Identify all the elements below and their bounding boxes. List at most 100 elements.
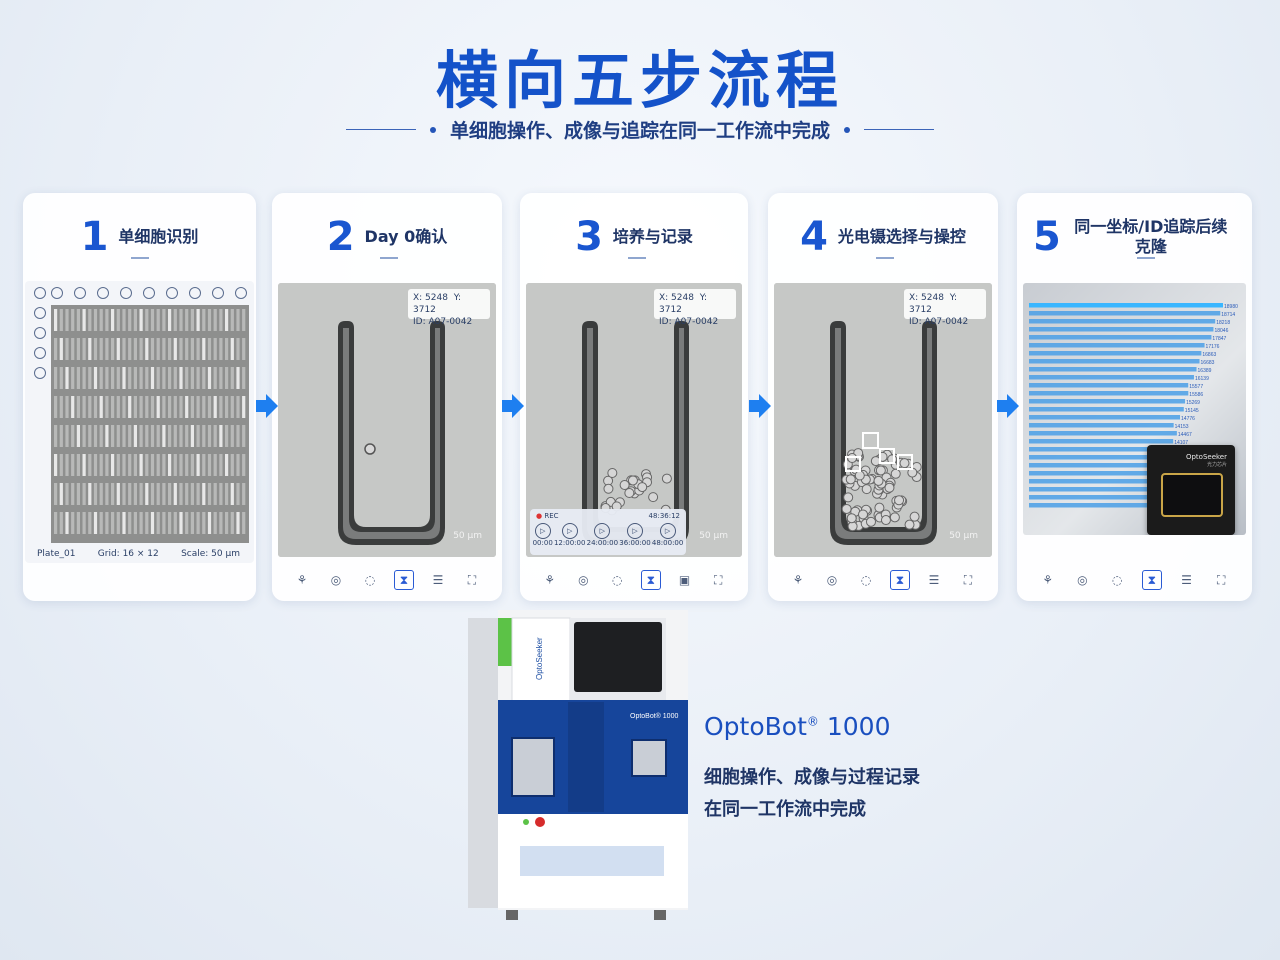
zoom-icon[interactable] (51, 287, 63, 299)
divider (864, 129, 934, 130)
hourglass-icon[interactable]: ⧗ (890, 570, 910, 590)
machine-brand: OptoSeeker (535, 637, 544, 680)
clone-bar-label: 16683 (1201, 360, 1215, 366)
target-icon[interactable]: ◎ (1077, 573, 1088, 587)
clone-bar-label: 14776 (1181, 416, 1195, 422)
clone-bar (1029, 495, 1159, 500)
expand-icon[interactable]: ⛶ (1217, 572, 1226, 587)
drop-icon[interactable]: ◌ (611, 573, 623, 587)
target-icon[interactable]: ◎ (826, 573, 838, 587)
clone-bar (1029, 455, 1169, 460)
play-icon[interactable]: ▷ (594, 523, 611, 539)
step-card-4: 4 光电镊选择与操控 X: 5248 Y: 3712 ID: A07-0042 … (768, 193, 998, 601)
play-icon[interactable]: ▷ (534, 523, 551, 539)
clone-bar (1029, 415, 1181, 420)
arrow-right-icon (502, 394, 524, 418)
step-header: 2 Day 0确认 (272, 193, 502, 281)
microscope-view: X: 5248 Y: 3712 ID: A07-0042 50 µm ● REC… (526, 283, 742, 557)
clone-bar (1029, 311, 1221, 316)
pen-icon[interactable] (34, 287, 46, 299)
plate-footer: Plate_01 Grid: 16 × 12 Scale: 50 µm (37, 549, 240, 559)
expand-icon[interactable]: ⛶ (714, 572, 723, 587)
help-icon[interactable] (143, 287, 155, 299)
target-icon[interactable]: ◎ (330, 573, 342, 587)
play-icon[interactable]: ▷ (626, 523, 643, 539)
zoom-in-icon[interactable] (74, 287, 86, 299)
product-desc-line-1: 细胞操作、成像与过程记录 (704, 767, 920, 788)
timeline-frame[interactable]: ▷36:00:00 (619, 523, 651, 547)
clone-bar-label: 18980 (1224, 304, 1238, 310)
chip-brand: OptoSeeker 光力芯片 (1186, 453, 1227, 468)
clone-bar-label: 15145 (1185, 408, 1199, 414)
clone-bar-label: 17847 (1212, 336, 1226, 342)
divider-dot (429, 126, 436, 133)
clone-bar (1029, 447, 1173, 452)
recording-panel: ● REC 48:36:12 ▷00:00 ▷12:00:00 ▷24:00:0… (530, 509, 686, 555)
settings-icon[interactable] (34, 327, 46, 339)
clone-bar (1029, 319, 1216, 324)
timeline-frame[interactable]: ▷00:00 (533, 523, 553, 547)
expand-icon[interactable]: ⛶ (467, 572, 477, 587)
check-icon[interactable] (166, 287, 178, 299)
camera-icon[interactable]: ▣ (678, 573, 691, 587)
list-icon[interactable]: ☰ (928, 573, 940, 587)
timeline-frame[interactable]: ▷48:00:00 (652, 523, 683, 547)
clone-bar (1029, 391, 1189, 396)
target-icon[interactable] (189, 287, 201, 299)
clone-bar (1029, 503, 1153, 508)
drop-icon[interactable]: ◌ (364, 573, 376, 587)
clone-bar (1029, 439, 1174, 444)
clone-bar-label: 17176 (1206, 344, 1220, 350)
divider-dot (844, 126, 850, 133)
arrow-right-icon (749, 394, 771, 418)
well-icon[interactable] (120, 287, 132, 299)
clipboard-icon[interactable] (212, 287, 224, 299)
export-icon[interactable] (235, 287, 247, 299)
divider (345, 129, 416, 130)
play-icon[interactable]: ▷ (561, 523, 578, 539)
target-icon[interactable]: ◎ (578, 573, 589, 587)
cells-icon[interactable]: ⚘ (296, 573, 308, 587)
chip-sublabel: 光力芯片 (1206, 462, 1227, 468)
timeline-frame[interactable]: ▷12:00:00 (554, 523, 585, 547)
drop-icon[interactable]: ◌ (860, 573, 872, 587)
hourglass-icon[interactable]: ⧗ (640, 570, 661, 590)
channel-image (278, 283, 496, 557)
zoom-out-icon[interactable] (97, 287, 109, 299)
step-header: 4 光电镊选择与操控 (768, 193, 998, 281)
hourglass-icon[interactable]: ⧗ (1141, 570, 1162, 590)
timeline-frame[interactable]: ▷24:00:00 (587, 523, 618, 547)
list-icon[interactable]: ☰ (1181, 573, 1192, 587)
list-icon[interactable]: ☰ (432, 573, 444, 587)
timeline-label: 36:00:00 (619, 539, 651, 547)
magnify-icon[interactable] (34, 347, 46, 359)
clone-bar-label: 14467 (1178, 432, 1192, 438)
clone-bar (1029, 359, 1200, 364)
clone-bar (1029, 463, 1166, 468)
refresh-icon[interactable] (34, 307, 46, 319)
timeline: ▷00:00 ▷12:00:00 ▷24:00:00 ▷36:00:00 ▷48… (530, 523, 686, 547)
step-header: 5 同一坐标/ID追踪后续克隆 (1017, 193, 1252, 281)
cells-icon[interactable]: ⚘ (544, 573, 556, 587)
cells-icon[interactable]: ⚘ (1042, 573, 1054, 587)
step-divider (131, 257, 149, 259)
clone-bar (1029, 399, 1186, 404)
hourglass-icon[interactable]: ⧗ (394, 570, 414, 590)
chip-label: OptoSeeker (1185, 453, 1227, 461)
drop-icon[interactable]: ◌ (1111, 573, 1123, 587)
step-title: 培养与记录 (612, 227, 693, 246)
expand-icon[interactable]: ⛶ (963, 572, 973, 587)
coordinate-readout: X: 5248 Y: 3712 ID: A07-0042 (904, 289, 986, 327)
subtitle-row: 单细胞操作、成像与追踪在同一工作流中完成 (0, 116, 1280, 143)
step-divider (380, 257, 398, 259)
play-icon[interactable]: ▷ (659, 523, 676, 539)
clone-bar-label: 15269 (1186, 400, 1200, 406)
cells-icon[interactable]: ⚘ (792, 573, 804, 587)
step-number: 1 (80, 214, 109, 260)
plate-side-toolbar (29, 287, 51, 379)
step-divider (628, 257, 646, 259)
step-title: 单细胞识别 (118, 227, 199, 246)
coord-y: Y: 3712 (413, 293, 462, 315)
search-icon[interactable] (34, 367, 46, 379)
